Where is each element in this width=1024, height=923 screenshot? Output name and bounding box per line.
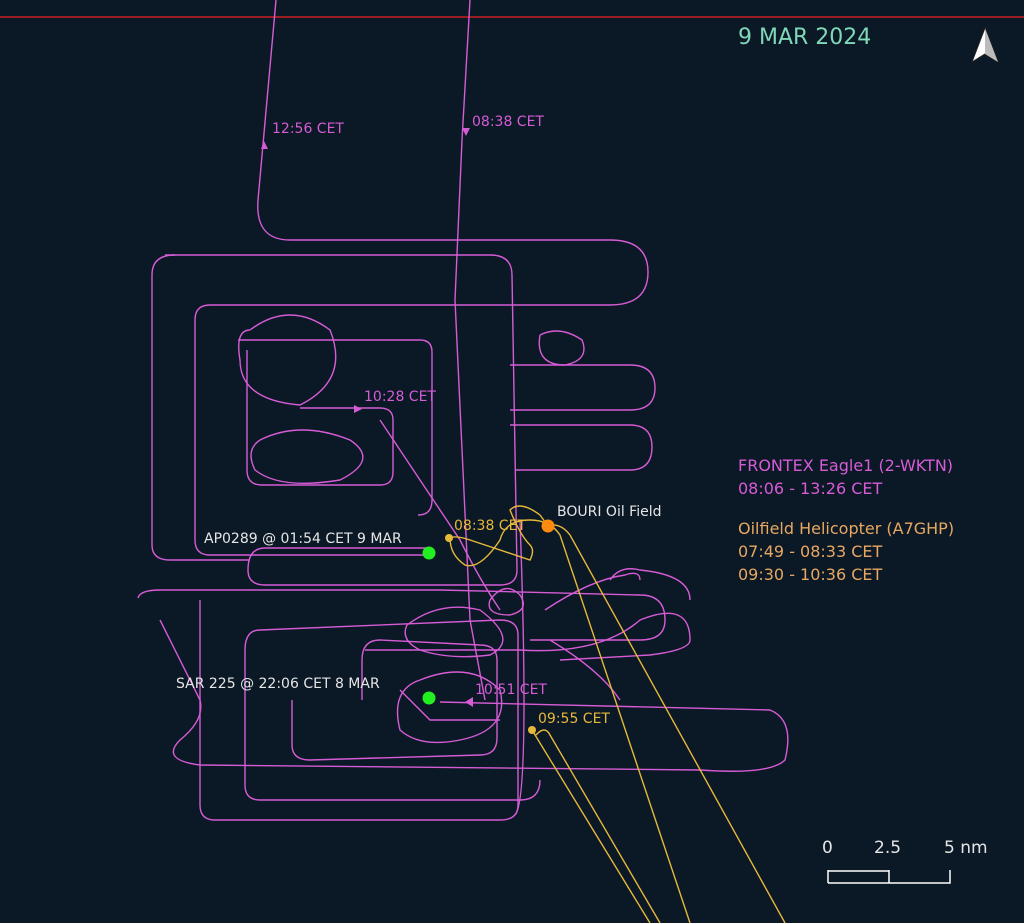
- scale-tick-2-5: 2.5: [874, 838, 902, 858]
- sar225-label: SAR 225 @ 22:06 CET 8 MAR: [176, 676, 380, 692]
- arrow-icon: [354, 405, 362, 413]
- scale-tick-0: 0: [822, 838, 833, 858]
- frontex-direction-arrows: [261, 128, 473, 707]
- arrow-icon: [462, 128, 470, 136]
- track-label-0838: 08:38 CET: [472, 114, 544, 130]
- arrow-icon: [465, 697, 473, 707]
- ap0289-marker[interactable]: [422, 546, 436, 560]
- heli-label-0955: 09:55 CET: [538, 711, 610, 727]
- sar225-marker[interactable]: [422, 691, 436, 705]
- legend-heli-time1: 07:49 - 08:33 CET: [738, 542, 883, 561]
- legend-heli-name: Oilfield Helicopter (A7GHP): [738, 519, 955, 538]
- ap0289-label: AP0289 @ 01:54 CET 9 MAR: [204, 531, 402, 547]
- oilfield-marker[interactable]: [541, 519, 555, 533]
- frontex-track: [137, 0, 789, 821]
- arrow-icon: [261, 141, 268, 149]
- legend: FRONTEX Eagle1 (2-WKTN) 08:06 - 13:26 CE…: [738, 454, 954, 586]
- north-arrow-icon: [971, 26, 999, 64]
- heli-label-0838: 08:38 CET: [454, 518, 526, 534]
- track-label-1051: 10:51 CET: [475, 682, 547, 698]
- track-label-1028: 10:28 CET: [364, 389, 436, 405]
- helicopter-waypoint: [528, 726, 536, 734]
- scale-tick-5nm: 5 nm: [944, 838, 988, 858]
- date-label: 9 MAR 2024: [738, 25, 872, 50]
- legend-frontex-name: FRONTEX Eagle1 (2-WKTN): [738, 456, 954, 475]
- scale-bar: [827, 870, 951, 884]
- legend-heli-time2: 09:30 - 10:36 CET: [738, 565, 883, 584]
- helicopter-waypoint: [445, 534, 453, 542]
- legend-frontex-time: 08:06 - 13:26 CET: [738, 479, 883, 498]
- track-label-1256: 12:56 CET: [272, 121, 344, 137]
- bouri-oilfield-label: BOURI Oil Field: [557, 504, 662, 520]
